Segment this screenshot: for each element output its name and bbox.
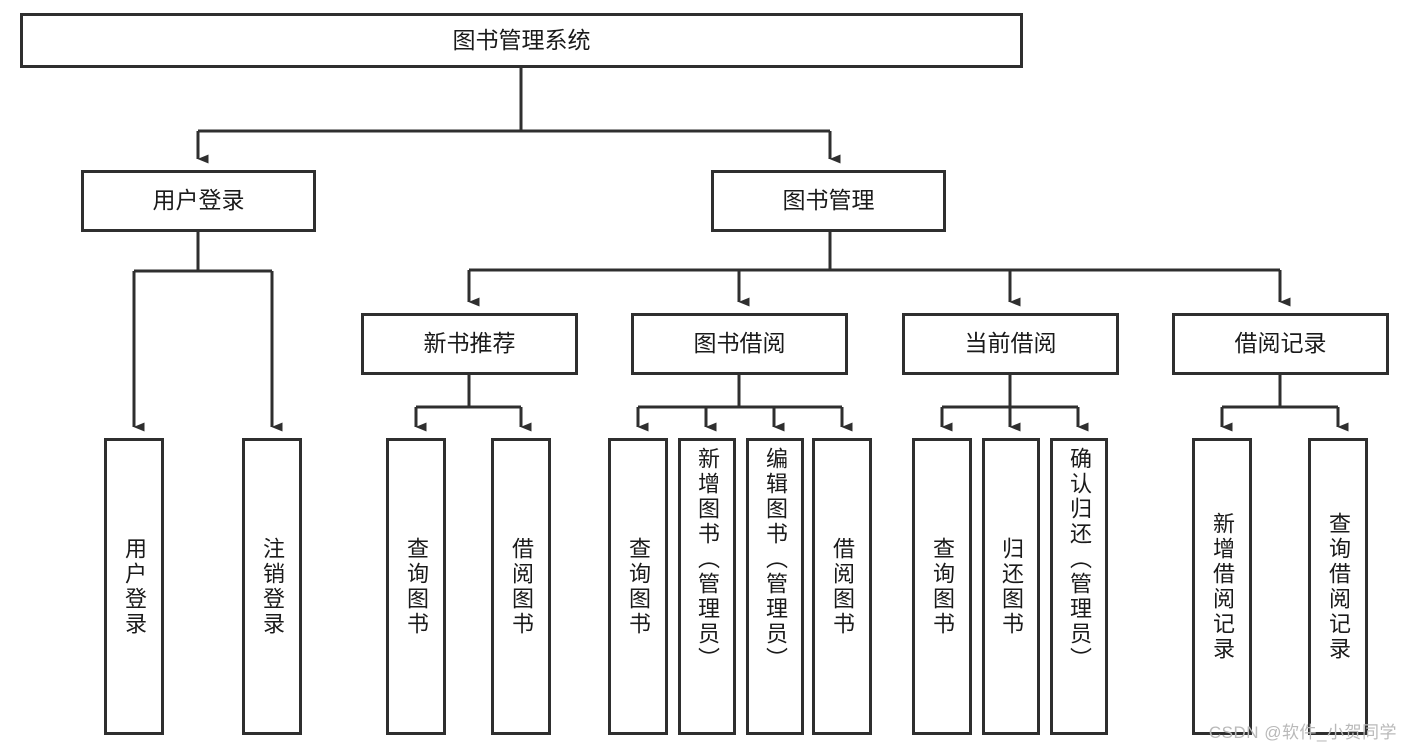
node-label: 图书管理 [782, 187, 875, 214]
node-root-book-management-system[interactable]: 图书管理系统 [20, 13, 1023, 68]
node-borrow-record[interactable]: 借阅记录 [1172, 313, 1389, 375]
node-label: 查询借阅记录 [1326, 511, 1351, 662]
leaf-borrow-record-query-record[interactable]: 查询借阅记录 [1308, 438, 1368, 735]
node-book-borrow[interactable]: 图书借阅 [631, 313, 848, 375]
node-current-borrow[interactable]: 当前借阅 [902, 313, 1119, 375]
node-label: 图书借阅 [693, 330, 786, 357]
node-book-management[interactable]: 图书管理 [711, 170, 946, 232]
leaf-book-borrow-borrow-book[interactable]: 借阅图书 [812, 438, 872, 735]
node-label: 注销登录 [260, 536, 285, 637]
node-label: 当前借阅 [964, 330, 1057, 357]
node-label: 借阅记录 [1234, 330, 1327, 357]
leaf-current-borrow-query-book[interactable]: 查询图书 [912, 438, 972, 735]
leaf-current-borrow-confirm-return-admin[interactable]: 确认归还（管理员） [1050, 438, 1108, 735]
node-label: 查询图书 [626, 536, 651, 637]
node-label: 新书推荐 [423, 330, 516, 357]
node-label: 用户登录 [122, 536, 147, 637]
watermark-csdn: CSDN @软件_小贺同学 [1208, 723, 1397, 742]
node-label: 编辑图书（管理员） [763, 447, 788, 672]
node-label: 确认归还（管理员） [1067, 447, 1092, 672]
node-label: 查询图书 [930, 536, 955, 637]
leaf-new-book-borrow-book[interactable]: 借阅图书 [491, 438, 551, 735]
node-user-login[interactable]: 用户登录 [81, 170, 316, 232]
node-label: 归还图书 [999, 536, 1024, 637]
node-label: 用户登录 [152, 187, 245, 214]
node-label: 查询图书 [404, 536, 429, 637]
leaf-book-borrow-query-book[interactable]: 查询图书 [608, 438, 668, 735]
node-label: 新增借阅记录 [1210, 511, 1235, 662]
leaf-book-borrow-add-book-admin[interactable]: 新增图书（管理员） [678, 438, 736, 735]
node-label: 借阅图书 [830, 536, 855, 637]
leaf-current-borrow-return-book[interactable]: 归还图书 [982, 438, 1040, 735]
node-label: 图书管理系统 [452, 26, 591, 53]
leaf-book-borrow-edit-book-admin[interactable]: 编辑图书（管理员） [746, 438, 804, 735]
node-label: 借阅图书 [509, 536, 534, 637]
leaf-borrow-record-add-record[interactable]: 新增借阅记录 [1192, 438, 1252, 735]
leaf-user-login-logout[interactable]: 注销登录 [242, 438, 302, 735]
node-label: 新增图书（管理员） [695, 447, 720, 672]
leaf-user-login-login[interactable]: 用户登录 [104, 438, 164, 735]
node-new-book-recommend[interactable]: 新书推荐 [361, 313, 578, 375]
leaf-new-book-query-book[interactable]: 查询图书 [386, 438, 446, 735]
